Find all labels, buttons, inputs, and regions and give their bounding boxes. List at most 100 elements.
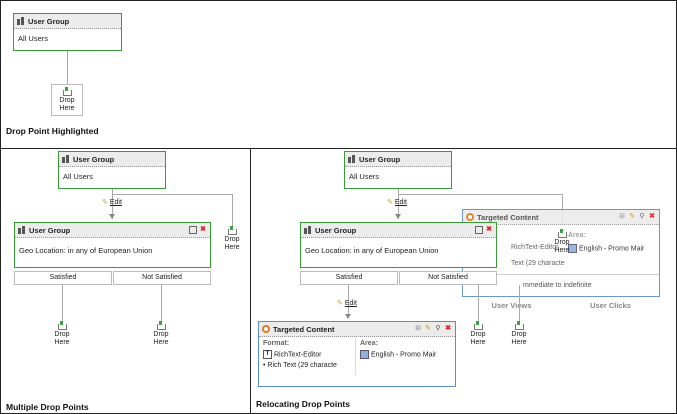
node-body: All Users [63,172,94,181]
drop-icon [62,87,72,96]
connector-line [112,189,113,219]
user-clicks-label: User Clicks [590,301,631,310]
format-label: Format: [263,340,290,347]
search-icon[interactable]: ⚲ [435,325,441,332]
search-icon[interactable]: ⚲ [639,213,645,220]
node-body: All Users [349,172,380,181]
node-header: User Group [59,152,165,167]
drop-icon [473,321,483,330]
edit-link[interactable]: ✎Edit [102,198,122,206]
drop-point[interactable]: Drop Here [218,226,246,252]
drop-point-highlighted[interactable]: Drop Here [51,84,83,116]
close-icon[interactable]: ✖ [445,325,451,332]
collapse-icon[interactable]: ⊠ [619,213,625,220]
drop-point[interactable]: Drop Here [147,321,175,347]
branch-not-satisfied[interactable]: Not Satisfied [399,271,497,285]
area-icon [360,350,369,359]
drop-label-line2: Here [554,247,570,254]
pencil-icon: ✎ [337,300,343,307]
drop-icon [227,226,237,235]
user-group-node[interactable]: User Group All Users [344,151,452,189]
close-icon[interactable]: ✖ [649,213,655,220]
close-icon[interactable]: ✖ [200,226,206,233]
branch-satisfied[interactable]: Satisfied [14,271,112,285]
branch-not-satisfied[interactable]: Not Satisfied [113,271,211,285]
user-group-icon [304,226,312,234]
node-header: Targeted Content ⊠ ✎ ⚲ ✖ [463,210,659,225]
node-title: User Group [29,225,71,235]
connector-line [398,194,562,195]
drop-label-line2: Here [54,339,70,346]
drop-point[interactable]: Drop Here [464,321,492,347]
node-header: User Group [14,14,121,29]
drop-label-line2: Here [224,244,240,251]
drop-label-line1: Drop [54,331,70,338]
connector-line [398,189,399,219]
drop-label-line2: Here [470,339,486,346]
drop-label-line2: Here [511,339,527,346]
branch-satisfied[interactable]: Satisfied [300,271,398,285]
collapse-icon[interactable]: ⊠ [415,325,421,332]
ghost-row1: RichText-Editor [511,244,559,251]
node-title: User Group [73,154,115,164]
drop-label-line1: Drop [470,331,486,338]
area-label-header: Area: [360,340,378,347]
connector-line [112,194,232,195]
node-body: All Users [18,34,49,43]
ghost-area-label: Area: [568,232,586,239]
connector-line [348,285,349,315]
node-title: User Group [359,154,401,164]
drop-point[interactable]: Drop Here [505,321,533,347]
ghost-area: English - Promo Mair [568,244,644,253]
drop-point[interactable]: Drop Here [548,229,576,255]
edit-link[interactable]: ✎Edit [337,299,357,307]
ghost-row2: Text (29 characte [511,260,565,267]
node-body: Geo Location: in any of European Union [305,246,439,255]
user-group-icon [17,17,25,25]
node-body: Geo Location: in any of European Union [19,246,153,255]
user-group-node[interactable]: User Group All Users [13,13,122,51]
drop-label-line1: Drop [224,236,240,243]
area-value: English - Promo Mair [371,351,437,359]
node-title: User Group [315,225,357,235]
text-format-icon: T [263,350,272,359]
user-group-icon [348,155,356,163]
collapse-icon[interactable] [189,226,197,234]
connector-line [161,285,162,321]
pencil-icon: ✎ [387,199,393,206]
ghost-divider [463,274,659,275]
connector-line [62,285,63,321]
user-group-node[interactable]: User Group All Users [58,151,166,189]
drop-label-line2: Here [59,105,75,112]
node-title: Targeted Content [273,324,335,334]
format-value: RichText-Editor [274,351,322,359]
pencil-icon[interactable]: ✎ [629,213,635,220]
collapse-icon[interactable] [475,226,483,234]
drop-icon [557,229,567,238]
connector-line [519,285,520,321]
geo-user-group-node[interactable]: User Group ✖ Geo Location: in any of Eur… [14,222,211,268]
node-title: User Group [28,16,70,26]
drop-point[interactable]: Drop Here [48,321,76,347]
node-header: User Group ✖ [15,223,210,238]
pencil-icon[interactable]: ✎ [425,325,431,332]
panel-caption: Multiple Drop Points [6,402,89,412]
panel-caption: Drop Point Highlighted [6,126,99,136]
drop-label-line1: Drop [59,97,75,104]
area-column: Area: English - Promo Mair [356,337,440,375]
target-icon [262,325,270,333]
text-row: • Rich Text (29 characte [263,362,337,369]
node-header: Targeted Content ⊠ ✎ ⚲ ✖ [259,322,455,337]
drop-label-line2: Here [153,339,169,346]
edit-link[interactable]: ✎Edit [387,198,407,206]
area-row: English - Promo Mair [360,350,436,359]
pencil-icon: ✎ [102,199,108,206]
node-title: Targeted Content [477,212,539,222]
connector-line [478,285,479,321]
geo-user-group-node[interactable]: User Group ✖ Geo Location: in any of Eur… [300,222,497,268]
connector-line [67,51,68,84]
close-icon[interactable]: ✖ [486,226,492,233]
arrow-down-icon [345,314,351,319]
